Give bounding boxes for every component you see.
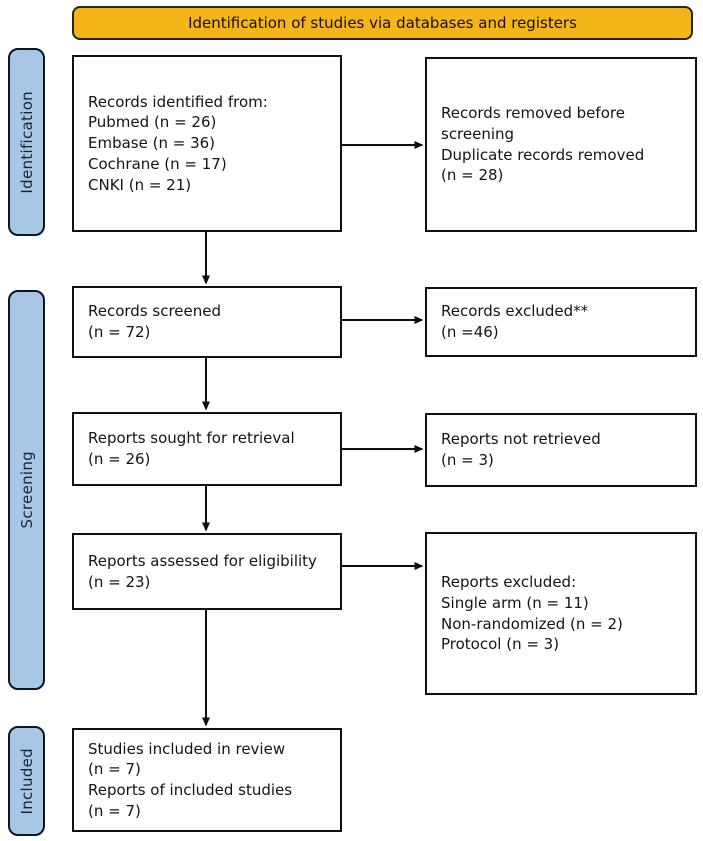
stage-label-identification: Identification bbox=[17, 90, 36, 194]
box-reports-assessed: Reports assessed for eligibility (n = 23… bbox=[72, 533, 342, 610]
box-records-identified: Records identified from: Pubmed (n = 26)… bbox=[72, 55, 342, 232]
banner-label: Identification of studies via databases … bbox=[188, 14, 577, 32]
stage-label-screening: Screening bbox=[17, 451, 36, 529]
box-records-screened: Records screened (n = 72) bbox=[72, 286, 342, 358]
box-records-excluded: Records excluded** (n =46) bbox=[425, 287, 697, 357]
box-reports-not-retrieved: Reports not retrieved (n = 3) bbox=[425, 413, 697, 487]
stage-bar-screening: Screening bbox=[8, 290, 45, 690]
box-reports-excluded: Reports excluded: Single arm (n = 11) No… bbox=[425, 532, 697, 695]
stage-label-included: Included bbox=[17, 747, 36, 815]
banner-identification-via-databases: Identification of studies via databases … bbox=[72, 6, 693, 40]
box-records-removed: Records removed before screening Duplica… bbox=[425, 57, 697, 232]
stage-bar-included: Included bbox=[8, 726, 45, 836]
stage-bar-identification: Identification bbox=[8, 48, 45, 236]
box-reports-sought: Reports sought for retrieval (n = 26) bbox=[72, 412, 342, 486]
box-studies-included: Studies included in review (n = 7) Repor… bbox=[72, 728, 342, 832]
